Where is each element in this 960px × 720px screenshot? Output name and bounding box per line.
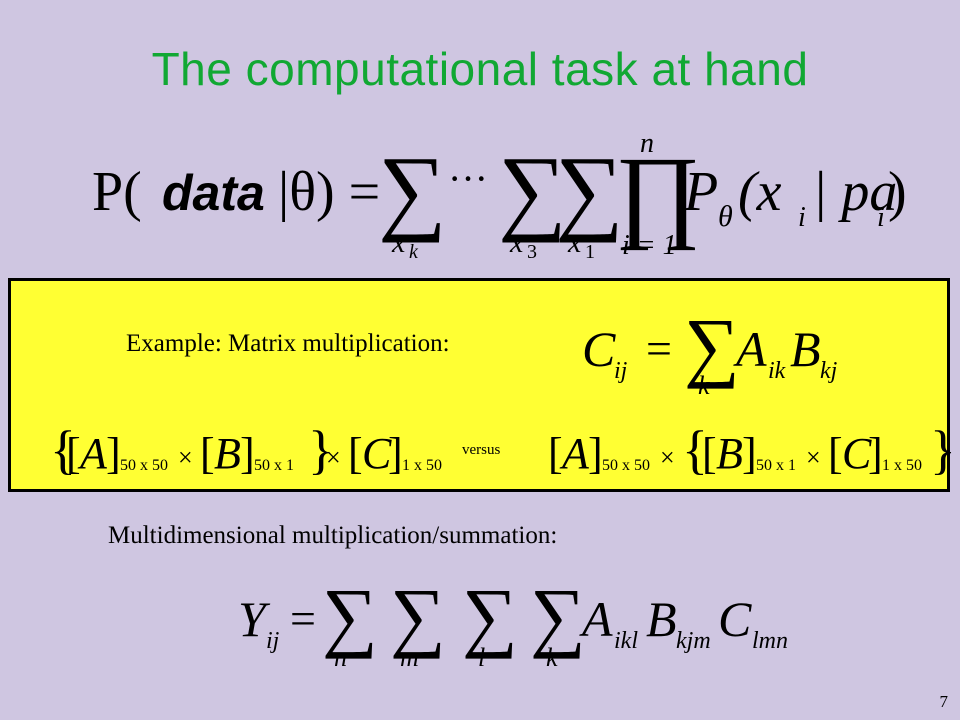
md-eq: = (290, 593, 316, 644)
example-equations: C ij = ∑ k A ik B kj { [ A ] 50 x 50 × [… (50, 302, 956, 480)
sum-symbol-1: ∑ (378, 136, 446, 243)
multidim-equation: Y ij = ∑ n ∑ m ∑ l ∑ k A ikl B kjm C lmn (238, 572, 788, 672)
slide-title: The computational task at hand (151, 43, 809, 95)
left-bracket-b: [ (200, 429, 215, 478)
md-c-sub: lmn (752, 628, 788, 654)
sum-sub-1: x (391, 226, 406, 259)
right-bracket-b-close: ] (742, 429, 757, 478)
md-sum-sub-2: m (400, 643, 419, 672)
eq-rhs-args-i: i (798, 202, 806, 233)
ex-b: B (790, 321, 821, 377)
eq-lhs-data: data (162, 165, 265, 221)
sum-sub-3-index: 1 (585, 241, 595, 263)
ex-c: C (582, 321, 616, 377)
example-label: Example: Matrix multiplication: (126, 330, 450, 357)
ex-b-sub: kj (820, 358, 838, 384)
right-times2: × (806, 443, 821, 472)
eq-lhs-p: P( (92, 161, 142, 223)
example-box (8, 278, 950, 492)
left-a: A (77, 429, 108, 478)
right-bracket-c-close: ] (868, 429, 883, 478)
sum-sub-1-index: k (409, 241, 419, 263)
right-bracket-c: [ (828, 429, 843, 478)
right-b: B (716, 429, 743, 478)
main-equation: P( data |θ) = ∑ x k ··· ∑ x 3 ∑ x 1 ∏ n … (92, 128, 907, 263)
right-bracket-a: [ (548, 429, 563, 478)
sum-sub-2: x (509, 226, 524, 259)
eq-rhs-args-close: ) (888, 161, 907, 223)
md-b-sub: kjm (676, 628, 711, 654)
ex-a: A (733, 321, 767, 377)
md-a-sub: ikl (614, 628, 638, 654)
right-bracket-b: [ (702, 429, 717, 478)
eq-dots: ··· (448, 156, 488, 201)
eq-lhs-rest: |θ) = (278, 161, 380, 223)
prod-bottom: i = 1 (622, 230, 677, 261)
md-y-sub: ij (266, 628, 280, 654)
prod-symbol: ∏ (615, 136, 701, 251)
eq-rhs-args-mid: | pa (812, 161, 897, 223)
right-times1: × (660, 443, 675, 472)
ex-c-sub: ij (614, 358, 628, 384)
md-b: B (646, 591, 677, 647)
sum-symbol-3: ∑ (555, 136, 623, 243)
right-open-brace: { (682, 420, 708, 480)
left-a-dim: 50 x 50 (120, 457, 168, 474)
left-open-brace: { (50, 420, 76, 480)
sum-sub-3: x (567, 226, 582, 259)
right-close-brace: } (930, 420, 956, 480)
md-sum-3: ∑ (462, 572, 518, 659)
versus-label: versus (462, 442, 501, 458)
left-times1: × (178, 443, 193, 472)
sum-symbol-2: ∑ (498, 136, 566, 243)
eq-rhs-args-i2: i (877, 202, 885, 233)
left-bracket-a-close: ] (106, 429, 121, 478)
ex-sum-symbol: ∑ (684, 302, 740, 389)
md-c: C (718, 591, 752, 647)
left-times2: × (326, 443, 341, 472)
page-number: 7 (939, 692, 949, 711)
left-bracket-a: [ (66, 429, 81, 478)
ex-a-sub: ik (768, 358, 786, 384)
left-bracket-c: [ (348, 429, 363, 478)
right-b-dim: 50 x 1 (756, 457, 796, 474)
left-b-dim: 50 x 1 (254, 457, 294, 474)
md-sum-2: ∑ (390, 572, 446, 659)
prod-top: n (640, 128, 654, 159)
sum-sub-2-index: 3 (527, 241, 537, 263)
eq-rhs-sub: θ (718, 200, 733, 233)
left-b: B (214, 429, 241, 478)
left-close-brace: } (308, 420, 334, 480)
left-bracket-b-close: ] (240, 429, 255, 478)
right-bracket-a-close: ] (588, 429, 603, 478)
md-sum-sub-3: l (478, 643, 485, 672)
md-a: A (579, 591, 613, 647)
md-y: Y (238, 591, 271, 647)
right-c-dim: 1 x 50 (882, 457, 922, 474)
md-sum-1: ∑ (322, 572, 378, 659)
multidim-label: Multidimensional multiplication/summatio… (108, 522, 558, 549)
eq-rhs-args-open: (x (738, 161, 782, 223)
right-a: A (559, 429, 590, 478)
right-c: C (842, 429, 872, 478)
ex-sum-sub: k (698, 371, 710, 400)
left-c: C (362, 429, 392, 478)
md-sum-sub-1: n (334, 643, 347, 672)
ex-eq: = (646, 323, 672, 374)
right-a-dim: 50 x 50 (602, 457, 650, 474)
left-c-dim: 1 x 50 (402, 457, 442, 474)
md-sum-sub-4: k (546, 643, 558, 672)
md-sum-4: ∑ (530, 572, 586, 659)
left-bracket-c-close: ] (388, 429, 403, 478)
eq-rhs-p: P (683, 161, 718, 223)
